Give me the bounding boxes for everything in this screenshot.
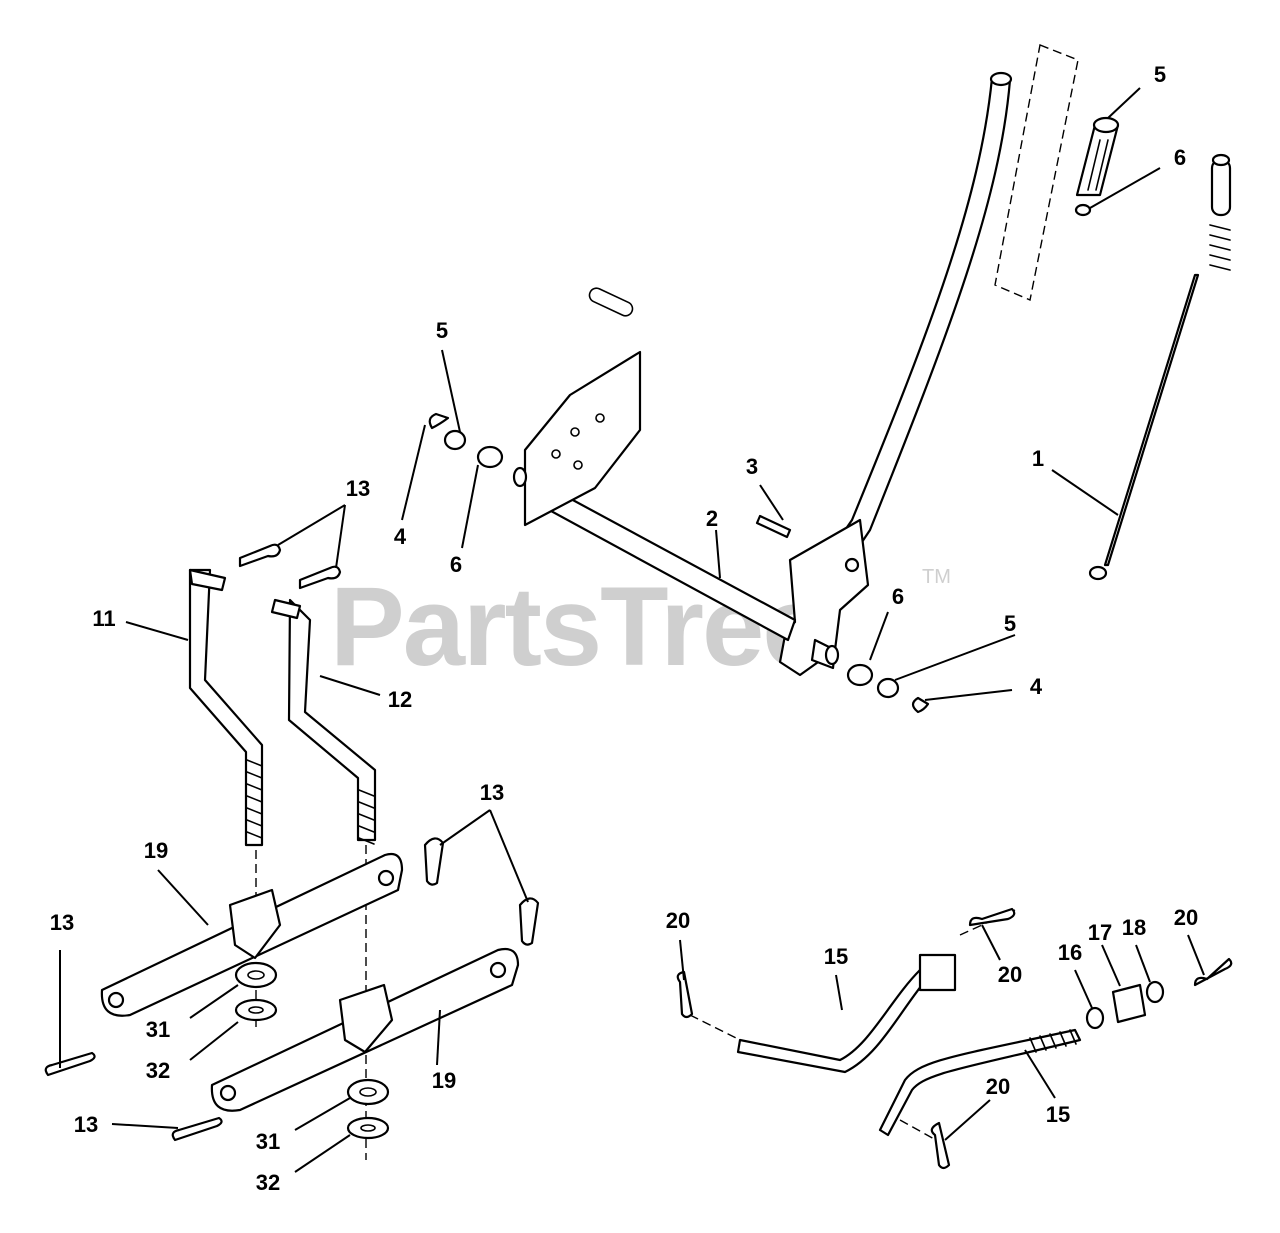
lift-arms <box>100 852 520 1112</box>
left-hardware <box>428 412 504 469</box>
callout-13-left: 13 <box>50 910 74 935</box>
callout-32-bottom: 32 <box>256 1170 280 1195</box>
callout-32-top: 32 <box>146 1058 170 1083</box>
adjustment-rods <box>736 953 1082 1137</box>
callout-20-bottom: 20 <box>986 1074 1010 1099</box>
callout-8: 6 <box>1174 145 1186 170</box>
callout-19-top: 19 <box>144 838 168 863</box>
cotter-pins-upper <box>238 543 342 590</box>
callout-4-left: 4 <box>394 524 407 549</box>
callout-13-top: 13 <box>346 476 370 501</box>
cotter-pins-lower <box>44 837 540 1142</box>
callout-11: 11 <box>92 606 115 631</box>
callout-20-right: 20 <box>1174 905 1198 930</box>
handle-ghost-outline <box>994 44 1079 301</box>
lift-lever-assembly <box>535 71 1013 677</box>
callout-31-bottom: 31 <box>256 1129 280 1154</box>
lift-links <box>188 568 377 847</box>
callout-7: 5 <box>1154 62 1166 87</box>
callout-3: 3 <box>746 454 758 479</box>
cotter-pins-20 <box>676 907 1233 1170</box>
adjuster-hardware <box>1085 980 1165 1030</box>
watermark-trademark: TM <box>922 566 951 588</box>
pin-part-3 <box>755 514 792 539</box>
callout-1: 1 <box>1032 446 1044 471</box>
callout-18: 18 <box>1122 915 1146 940</box>
callout-13-bottom: 13 <box>74 1112 98 1137</box>
leader-lines <box>59 87 1205 1173</box>
watermark: PartsTree TM <box>330 564 951 689</box>
handle-grip <box>1074 116 1120 217</box>
callout-labels: 5 6 1 5 4 6 3 2 6 5 4 13 11 12 13 19 13 … <box>50 62 1198 1195</box>
callout-16: 16 <box>1058 940 1082 965</box>
callout-5-right: 5 <box>1004 611 1016 636</box>
callout-4-right: 4 <box>1030 674 1043 699</box>
callout-19-bottom: 19 <box>432 1068 456 1093</box>
callout-31-top: 31 <box>146 1017 170 1042</box>
bushings-washers <box>234 961 390 1140</box>
callout-20-left: 20 <box>666 908 690 933</box>
callout-17: 17 <box>1088 920 1112 945</box>
watermark-text: PartsTree <box>330 564 823 689</box>
callout-15-bottom: 15 <box>1046 1102 1070 1127</box>
callout-5-left: 5 <box>436 318 448 343</box>
callout-6-right: 6 <box>892 584 904 609</box>
callout-15-top: 15 <box>824 944 848 969</box>
callout-12: 12 <box>388 687 412 712</box>
spring-rod <box>1088 153 1232 581</box>
callout-13-right: 13 <box>480 780 504 805</box>
right-hardware <box>846 663 930 714</box>
callout-6-left: 6 <box>450 552 462 577</box>
pivot-plate <box>512 287 642 527</box>
callout-20-mid: 20 <box>998 962 1022 987</box>
callout-2: 2 <box>706 506 718 531</box>
